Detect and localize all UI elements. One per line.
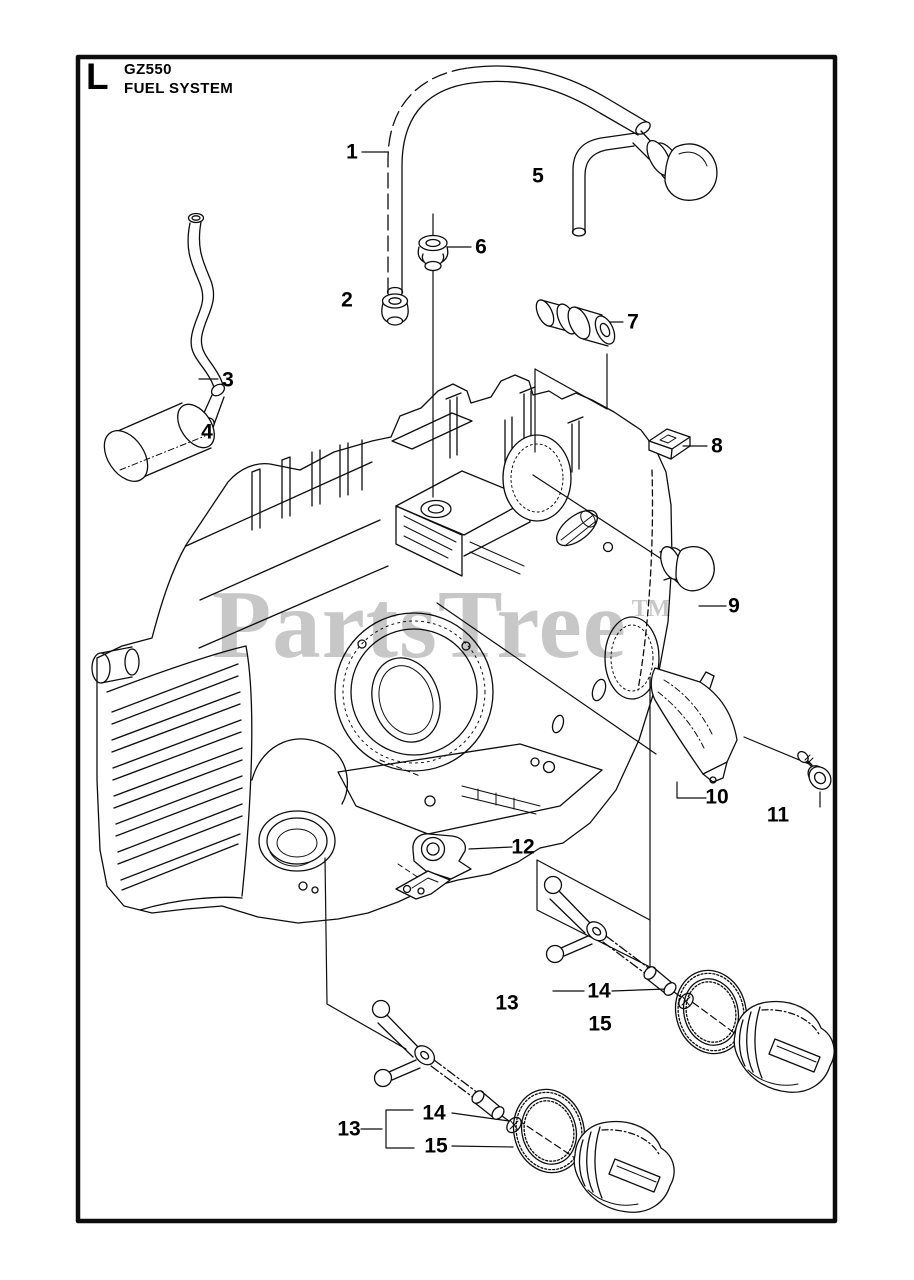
valve-part7 [535,299,616,347]
fuel-cap-lower [573,1120,675,1213]
baffle-part10 [650,667,738,784]
model-number: GZ550 [124,61,172,78]
grommet-part2 [381,293,409,326]
page-title: FUEL SYSTEM [124,80,234,97]
section-letter: L [86,56,109,97]
fuel-cap-upper [733,1000,835,1093]
clip-part8 [648,428,691,460]
fuel-filter-part4 [103,383,226,482]
diagram-border [75,54,838,1224]
purge-hose-part5 [571,132,637,237]
screw-part11 [797,750,832,790]
primer-bulb [632,130,718,201]
fuel-hose-part1 [386,65,651,298]
grommet-part6 [417,234,449,272]
crankcase-body [91,374,673,924]
cap-leash-lower [371,999,525,1137]
leader-lines [198,151,821,1161]
plug-part9 [659,546,715,592]
bracket-part12 [395,833,472,900]
filter-hose-part3 [187,212,224,389]
